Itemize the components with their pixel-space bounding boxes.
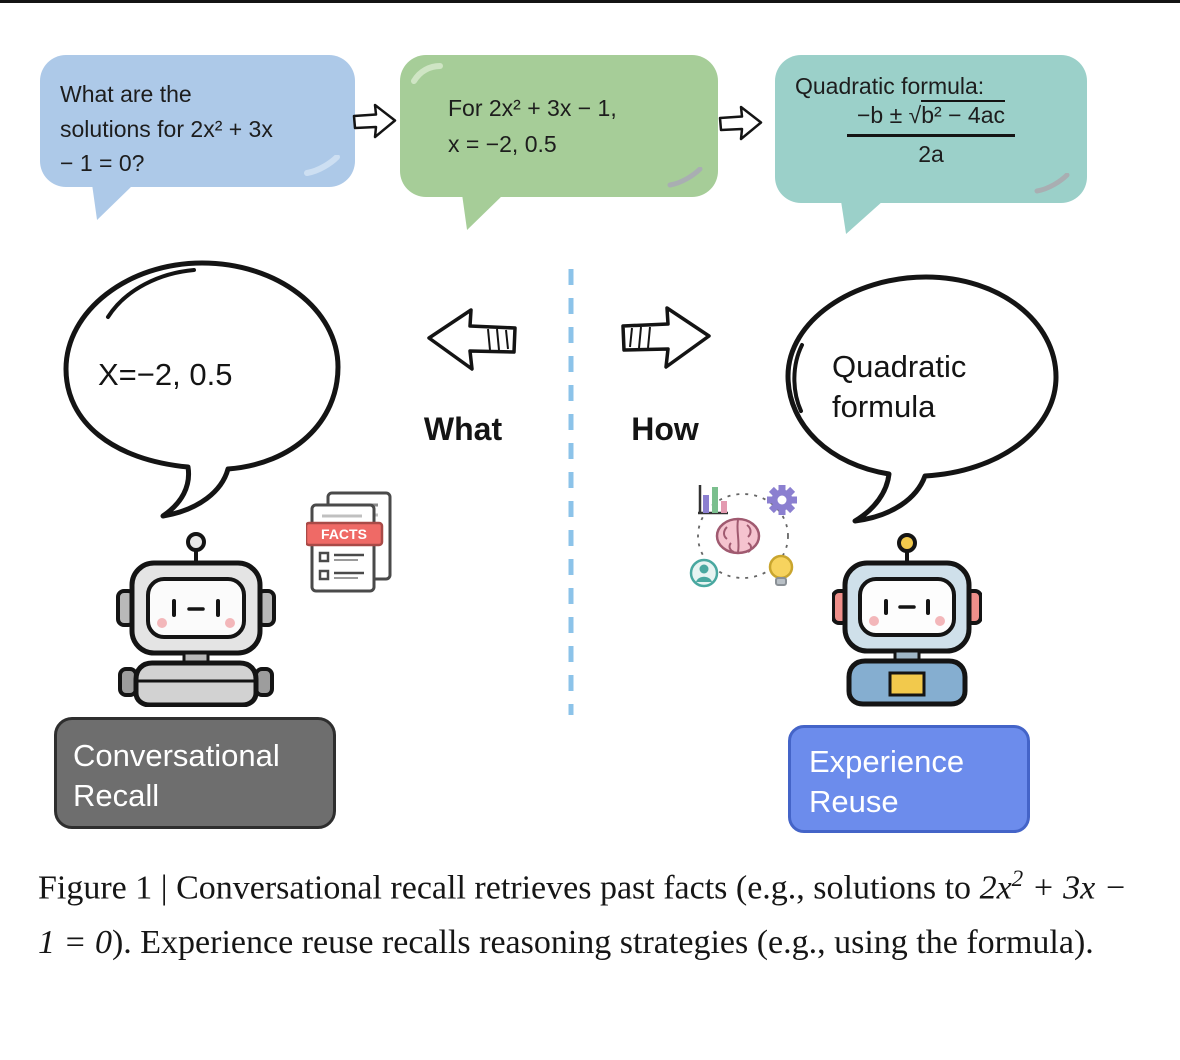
reuse-robot-icon	[832, 533, 982, 707]
formula-numerator: −b ± √b² − 4ac	[846, 100, 1015, 137]
reasoning-icons-cluster	[689, 485, 797, 588]
question-line: − 1 = 0?	[60, 150, 145, 176]
bubble-tail	[92, 184, 134, 220]
how-label: How	[631, 411, 699, 447]
divider-line	[568, 269, 574, 715]
facts-document-icon: FACTS	[306, 491, 392, 593]
caption-math-exponent: 2	[1011, 866, 1024, 892]
dotted-connector	[697, 493, 789, 579]
radicand: b² − 4ac	[921, 100, 1005, 128]
badge-line: Reuse	[809, 784, 899, 820]
highlight-swoosh	[667, 167, 703, 188]
highlight-swoosh	[304, 155, 340, 176]
recall-thought-text: X=−2, 0.5	[98, 357, 233, 392]
what-arrow-left-icon	[427, 308, 517, 371]
lightbulb-icon	[768, 554, 794, 586]
quadratic-formula-fraction: −b ± √b² − 4ac 2a	[846, 100, 1015, 168]
caption-text: Figure 1 | Conversational recall retriev…	[38, 869, 980, 907]
answer-text: For 2x² + 3x − 1, x = −2, 0.5	[400, 55, 718, 162]
badge-line: Conversational	[73, 738, 280, 773]
bubble-tail	[462, 194, 504, 230]
formula-title: Quadratic formula:	[795, 73, 985, 99]
figure-caption: Figure 1 | Conversational recall retriev…	[38, 861, 1130, 970]
reuse-thought-bubble: Quadratic formula	[768, 269, 1068, 531]
reuse-thought-text: Quadratic formula	[832, 347, 966, 428]
facts-banner-text: FACTS	[321, 526, 367, 542]
experience-reuse-badge: Experience Reuse	[788, 725, 1030, 833]
conversational-recall-badge: Conversational Recall	[54, 717, 336, 829]
reuse-thought-line: Quadratic	[832, 349, 967, 384]
answer-line: x = −2, 0.5	[448, 130, 557, 157]
numerator-prefix: −b ±	[856, 102, 909, 128]
question-line: What are the	[60, 81, 192, 107]
caption-math: 2x	[979, 869, 1012, 907]
what-label: What	[423, 411, 503, 447]
question-chat-bubble: What are the solutions for 2x² + 3x − 1 …	[40, 55, 355, 220]
caption-math: + 3x − 1 = 0	[38, 869, 1127, 961]
sqrt-sign: √	[908, 102, 922, 128]
thought-bubble-outline	[785, 274, 1059, 524]
answer-line: For 2x² + 3x − 1,	[448, 95, 617, 121]
hand-arrow-right-icon	[352, 103, 397, 139]
hand-arrow-right-icon	[718, 105, 763, 141]
bubble-tail	[841, 201, 883, 234]
gear-icon	[767, 485, 797, 515]
badge-line: Recall	[73, 778, 160, 814]
formula-denominator: 2a	[918, 141, 944, 167]
person-icon	[689, 558, 719, 588]
bar-chart-icon	[698, 485, 728, 515]
answer-chat-bubble: For 2x² + 3x − 1, x = −2, 0.5	[400, 55, 718, 230]
highlight-swoosh	[1034, 173, 1070, 194]
highlight-swoosh	[411, 63, 443, 84]
recall-robot-icon	[116, 532, 276, 707]
caption-text: ). Experience reuse recalls reasoning st…	[111, 923, 1094, 961]
formula-chat-bubble: Quadratic formula: −b ± √b² − 4ac 2a	[775, 55, 1087, 234]
question-line: solutions for 2x² + 3x	[60, 115, 273, 142]
how-arrow-right-icon	[621, 306, 711, 369]
badge-line: Experience	[809, 744, 965, 779]
question-text: What are the solutions for 2x² + 3x − 1 …	[40, 55, 355, 181]
brain-icon	[715, 517, 761, 555]
recall-thought-bubble: X=−2, 0.5	[52, 255, 352, 523]
thought-bubble-outline	[63, 260, 341, 519]
reuse-thought-line: formula	[832, 389, 936, 425]
